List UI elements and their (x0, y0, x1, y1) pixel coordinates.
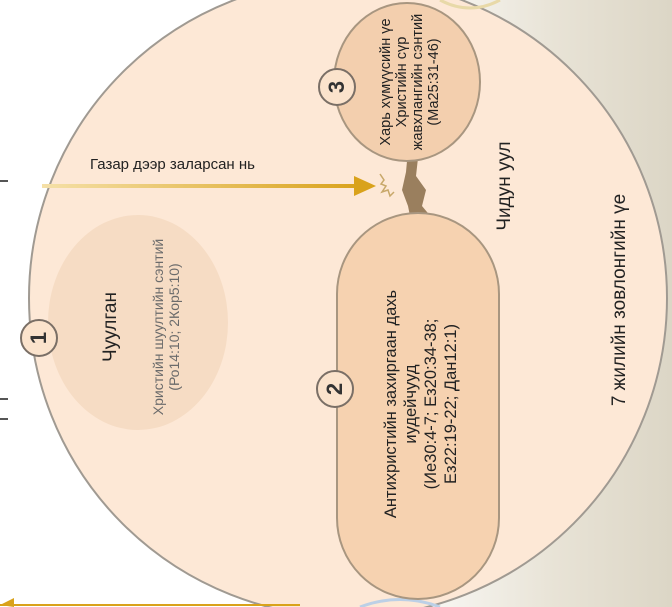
bottom-arc (359, 598, 441, 607)
jews-pill (336, 212, 500, 600)
jews-line-1: Антихристийн захиргаан дахь (382, 289, 400, 519)
nations-line-3: жавхлангийн сэнтий (410, 13, 426, 151)
nations-details: Харь хүмүүсийн үе Христийн сүр жавхланги… (378, 14, 442, 150)
nations-number-badge: 3 (318, 68, 356, 106)
edge-mark-middle (0, 398, 8, 400)
edge-mark-bottom (0, 418, 8, 420)
ground-arrow-line (42, 184, 362, 188)
jews-line-2: иудейчууд (402, 364, 420, 444)
mountain-label: Чидун уул (494, 141, 515, 231)
splash-icon (379, 173, 395, 198)
church-circle (48, 215, 228, 430)
period-label: 7 жилийн зовлонгийн үе (609, 193, 630, 407)
nations-line-4: (Ма25:31-46) (426, 38, 442, 126)
bottom-arrowhead (0, 598, 14, 607)
jews-line-4: Ез22:19-22; Дан12:1) (442, 324, 460, 484)
nations-line-1: Харь хүмүүсийн үе (378, 18, 394, 146)
ground-label: Газар дээр заларсан нь (90, 156, 255, 173)
top-arc (439, 0, 501, 10)
jews-details: Антихристийн захиргаан дахь иудейчууд (И… (381, 290, 461, 518)
jews-number-badge: 2 (316, 370, 354, 408)
church-number-badge: 1 (20, 319, 58, 357)
nations-line-2: Христийн сүр (394, 36, 410, 128)
edge-mark-top (0, 180, 8, 182)
ground-arrow-head (354, 176, 376, 196)
nations-circle (333, 2, 481, 162)
jews-line-3: (Ие30:4-7; Ез20:34-38; (422, 318, 440, 490)
